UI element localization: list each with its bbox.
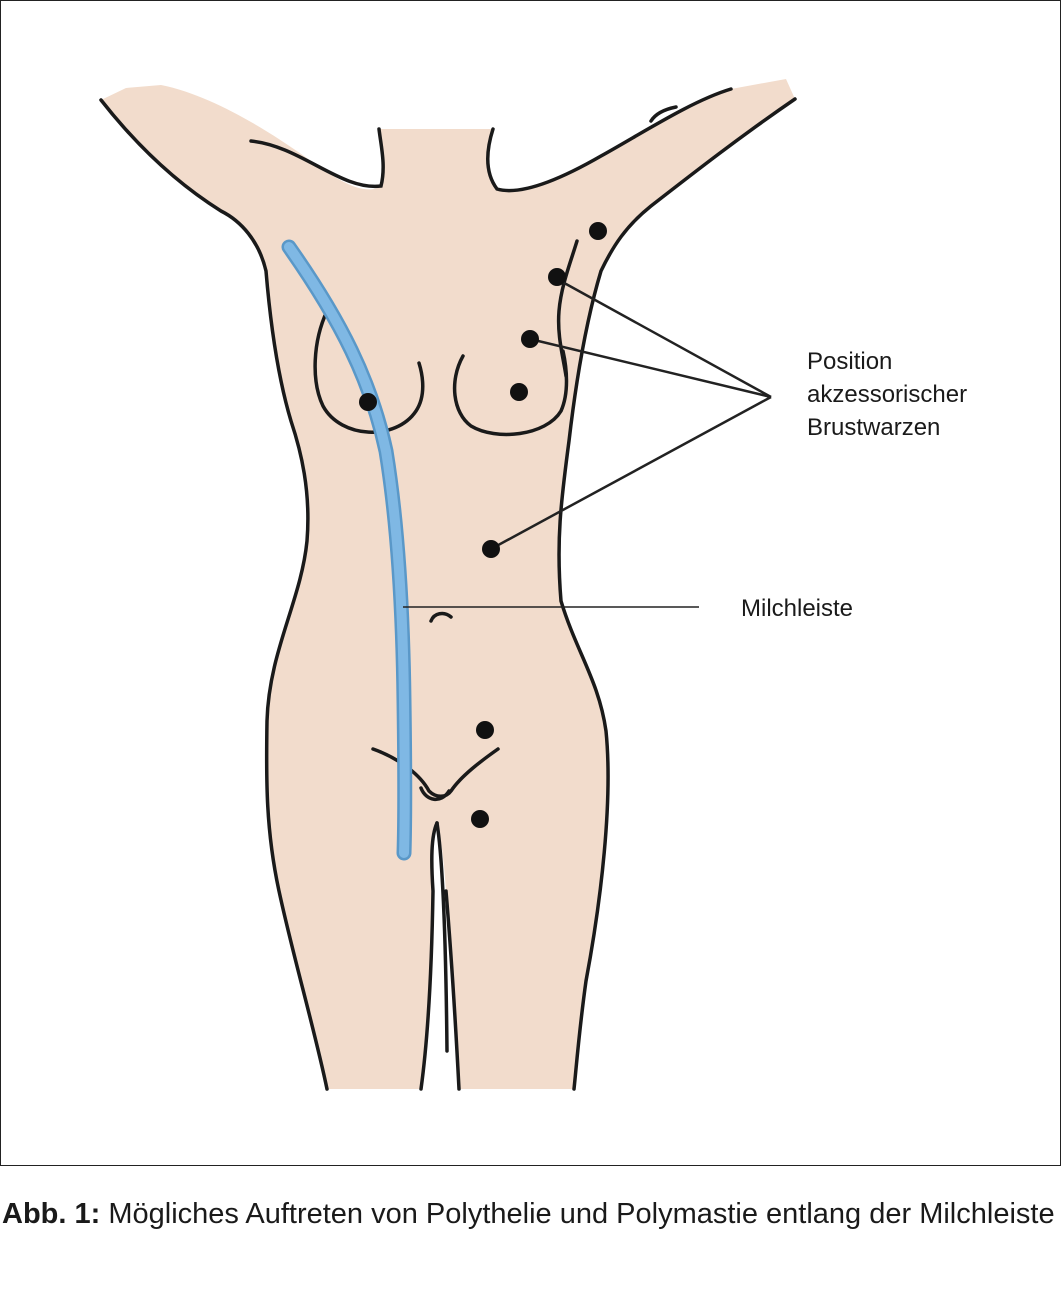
nipple-dot <box>589 222 607 240</box>
pointer-lines <box>403 277 772 608</box>
nipple-dot <box>476 721 494 739</box>
label-line: akzessorischer <box>807 381 968 408</box>
label-line: Brustwarzen <box>807 414 941 441</box>
nipple-dot <box>359 393 377 411</box>
caption-text: Mögliches Auftreten von Polythelie und P… <box>100 1198 1055 1230</box>
nipple-dot <box>482 540 500 558</box>
caption-prefix: Abb. 1: <box>2 1198 101 1230</box>
label-milk-line: Milchleiste <box>741 595 854 622</box>
label-accessory-nipples: Position akzessorischer Brustwarzen <box>807 345 1047 444</box>
label-line: Position <box>807 348 893 375</box>
nipple-dots <box>359 222 607 828</box>
figure-caption: Abb. 1: Mögliches Auftreten von Polythel… <box>2 1192 1057 1236</box>
milk-line <box>281 239 413 861</box>
body-silhouette <box>101 79 795 1089</box>
nipple-dot <box>548 268 566 286</box>
nipple-dot <box>521 330 539 348</box>
nipple-dot <box>471 810 489 828</box>
figure-frame: Position akzessorischer Brustwarzen Milc… <box>0 0 1061 1166</box>
body-illustration <box>99 79 797 1091</box>
nipple-dot <box>510 383 528 401</box>
body-outline <box>99 87 797 1091</box>
